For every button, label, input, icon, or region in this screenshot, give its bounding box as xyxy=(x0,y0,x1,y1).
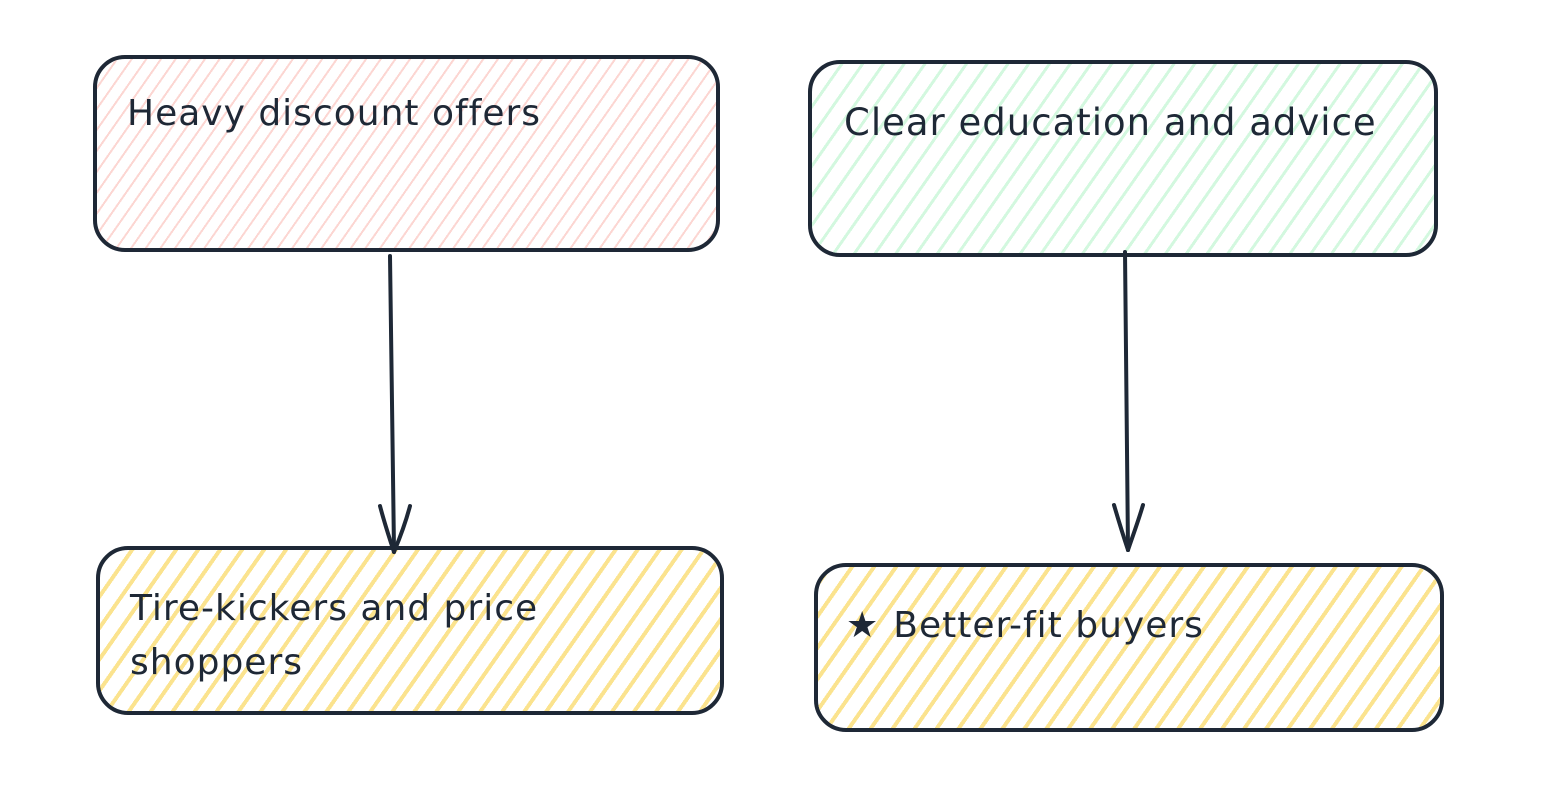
node-label: Clear education and advice xyxy=(844,101,1377,144)
hatch-fill xyxy=(818,567,1440,728)
arrow-heavy-discount-to-tire-kickers xyxy=(378,254,412,554)
node-clear-education-and-advice[interactable]: Clear education and advice xyxy=(808,60,1438,257)
hatch-fill xyxy=(812,64,1434,253)
node-tire-kickers-and-price-shoppers[interactable]: Tire-kickers and price shoppers xyxy=(96,546,724,715)
node-heavy-discount-offers[interactable]: Heavy discount offers xyxy=(93,55,720,252)
star-icon: ★ xyxy=(846,605,880,646)
node-label: Heavy discount offers xyxy=(127,93,542,134)
hatch-fill xyxy=(97,59,716,248)
hatch-fill xyxy=(100,550,720,711)
arrow-clear-education-to-better-fit xyxy=(1112,250,1145,552)
node-better-fit-buyers[interactable]: ★ Better-fit buyers xyxy=(814,563,1444,732)
node-label-text: Better-fit buyers xyxy=(893,605,1204,646)
node-label: Tire-kickers and price shoppers xyxy=(130,588,539,683)
node-label: ★ Better-fit buyers xyxy=(846,599,1420,653)
